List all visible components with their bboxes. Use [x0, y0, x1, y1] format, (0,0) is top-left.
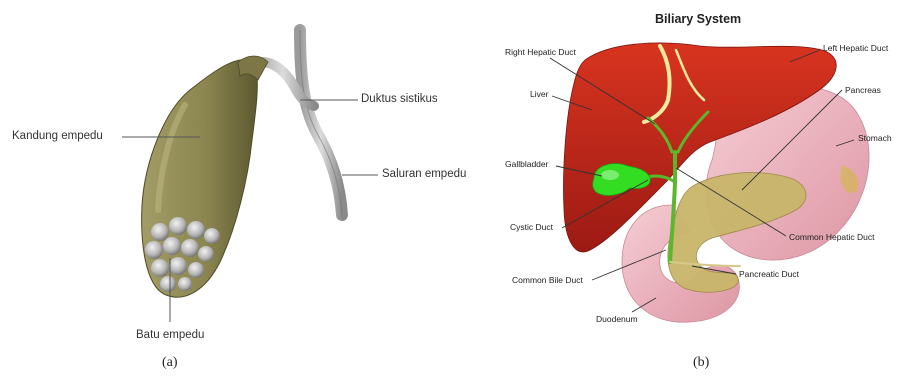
- gallstone: [151, 223, 169, 241]
- gallstone: [204, 228, 220, 244]
- label-batu-empedu: Batu empedu: [136, 330, 204, 342]
- label-common-bile-duct: Common Bile Duct: [512, 276, 583, 285]
- caption-a: (a): [162, 355, 178, 371]
- gallstone: [178, 277, 192, 291]
- figure-b: [550, 43, 869, 322]
- label-liver: Liver: [530, 90, 548, 99]
- label-gallbladder: Gallbladder: [505, 160, 548, 169]
- label-left-hepatic-duct: Left Hepatic Duct: [823, 44, 888, 53]
- caption-b: (b): [693, 355, 709, 371]
- gallstone: [169, 257, 187, 275]
- label-pancreatic-duct: Pancreatic Duct: [739, 270, 799, 279]
- label-duktus-sistikus: Duktus sistikus: [361, 94, 438, 106]
- label-cystic-duct: Cystic Duct: [510, 223, 553, 232]
- figure-a: [122, 30, 378, 322]
- label-pancreas: Pancreas: [845, 86, 881, 95]
- label-duodenum: Duodenum: [596, 315, 638, 324]
- label-kandung-empedu: Kandung empedu: [12, 131, 103, 143]
- label-stomach: Stomach: [858, 134, 892, 143]
- gallstone: [151, 259, 169, 277]
- gallstone: [181, 239, 199, 257]
- gallstone: [163, 237, 181, 255]
- label-right-hepatic-duct: Right Hepatic Duct: [505, 48, 576, 57]
- gallstone: [198, 246, 214, 262]
- gallstone: [169, 217, 187, 235]
- gallstone: [187, 221, 205, 239]
- gallstone: [188, 262, 204, 278]
- diagram-title: Biliary System: [655, 12, 741, 26]
- label-saluran-empedu: Saluran empedu: [382, 169, 466, 181]
- gallstone: [145, 241, 163, 259]
- bile-duct-tube: [300, 30, 342, 215]
- gallstone: [160, 276, 176, 292]
- label-common-hepatic-duct: Common Hepatic Duct: [789, 233, 875, 242]
